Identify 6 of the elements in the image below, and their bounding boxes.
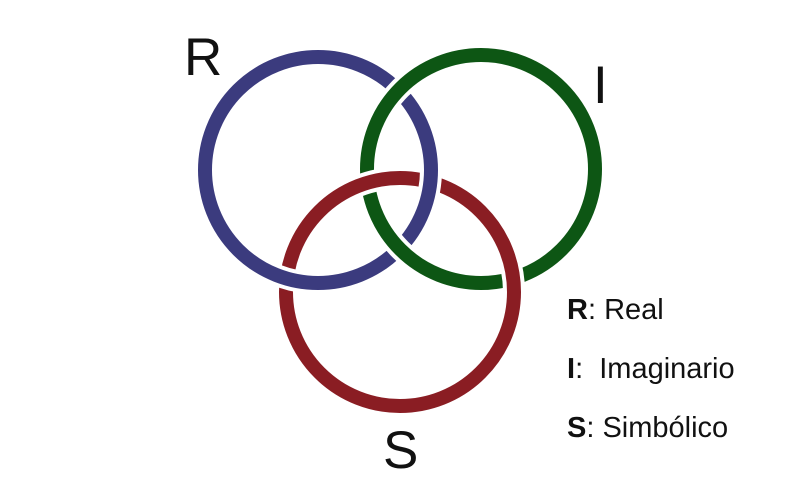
ring-label: R <box>184 31 222 84</box>
key-text: R: Real <box>567 296 664 325</box>
ring-label: I <box>593 59 608 112</box>
key-text: I: Imaginario <box>567 355 735 384</box>
key-text: S: Simbólico <box>567 414 728 443</box>
ring-label: S <box>383 424 418 477</box>
